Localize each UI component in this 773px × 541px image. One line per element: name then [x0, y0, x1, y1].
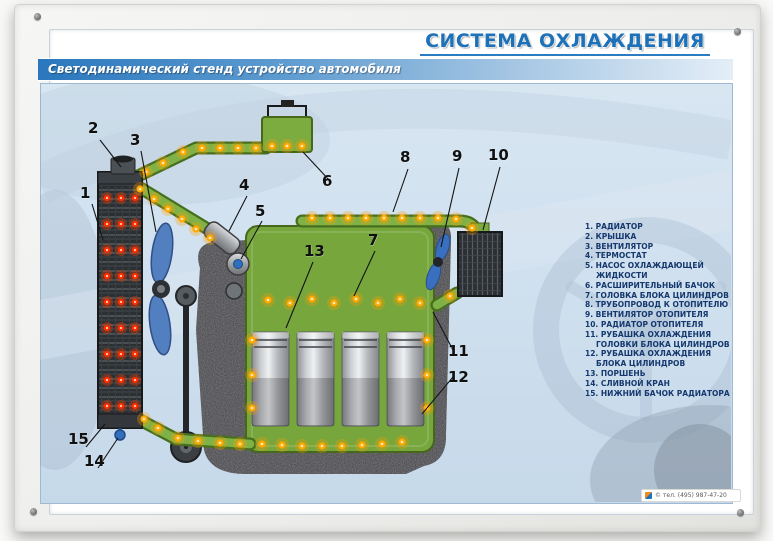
legend-item: 15. НИЖНИЙ БАЧОК РАДИАТОРА	[585, 388, 730, 398]
legend-item: 1. РАДИАТОР	[585, 222, 643, 231]
manufacturer-plate: © тел. (495) 987-47-20	[641, 489, 741, 502]
screw-icon	[34, 13, 41, 20]
callout-14: 14	[84, 452, 105, 470]
legend-item: 6. РАСШИРИТЕЛЬНЫЙ БАЧОК	[585, 280, 716, 290]
subtitle-text: Светодинамический стенд устройство автом…	[48, 62, 401, 76]
callout-13: 13	[304, 242, 325, 260]
page-title: СИСТЕМА ОХЛАЖДЕНИЯ	[420, 30, 710, 56]
legend-item: 13. ПОРШЕНЬ	[585, 368, 646, 378]
callout-15: 15	[68, 430, 89, 448]
legend-item: 9. ВЕНТИЛЯТОР ОТОПИТЕЛЯ	[585, 310, 709, 320]
callout-11: 11	[448, 342, 469, 360]
manufacturer-contact: © тел. (495) 987-47-20	[655, 492, 727, 499]
callout-2: 2	[88, 119, 99, 137]
callout-5: 5	[255, 202, 266, 220]
legend-item: 4. ТЕРМОСТАТ	[585, 251, 647, 261]
callout-6: 6	[322, 172, 333, 190]
callout-4: 4	[239, 176, 250, 194]
screw-icon	[30, 508, 37, 515]
callout-3: 3	[130, 131, 141, 149]
legend-item: 10. РАДИАТОР ОТОПИТЕЛЯ	[585, 319, 704, 329]
subtitle-band: Светодинамический стенд устройство автом…	[38, 58, 733, 81]
legend-item: 8. ТРУБОПРОВОД К ОТОПИТЕЛЮ	[585, 300, 729, 310]
callout-1: 1	[80, 184, 91, 202]
callout-8: 8	[400, 148, 411, 166]
legend-item: 12. РУБАШКА ОХЛАЖДЕНИЯ БЛОКА ЦИЛИНДРОВ	[585, 349, 712, 369]
callout-9: 9	[452, 147, 463, 165]
screw-icon	[734, 28, 741, 35]
callout-12: 12	[448, 368, 469, 386]
legend-item: 14. СЛИВНОЙ КРАН	[585, 378, 670, 388]
callout-7: 7	[368, 231, 379, 249]
legend-item: 3. ВЕНТИЛЯТОР	[585, 241, 654, 251]
callout-10: 10	[488, 146, 509, 164]
legend-item: 2. КРЫШКА	[585, 231, 637, 241]
legend-item: 5. НАСОС ОХЛАЖДАЮЩЕЙ ЖИДКОСТИ	[585, 261, 704, 280]
manufacturer-logo-icon	[645, 492, 652, 499]
legend-item: 7. ГОЛОВКА БЛОКА ЦИЛИНДРОВ	[585, 290, 729, 300]
legend-item: 11. РУБАШКА ОХЛАЖДЕНИЯ ГОЛОВКИ БЛОКА ЦИЛ…	[585, 329, 730, 349]
screw-icon	[737, 509, 744, 516]
legend: 1. РАДИАТОР 2. КРЫШКА 3. ВЕНТИЛЯТОР 4. Т…	[585, 222, 741, 398]
